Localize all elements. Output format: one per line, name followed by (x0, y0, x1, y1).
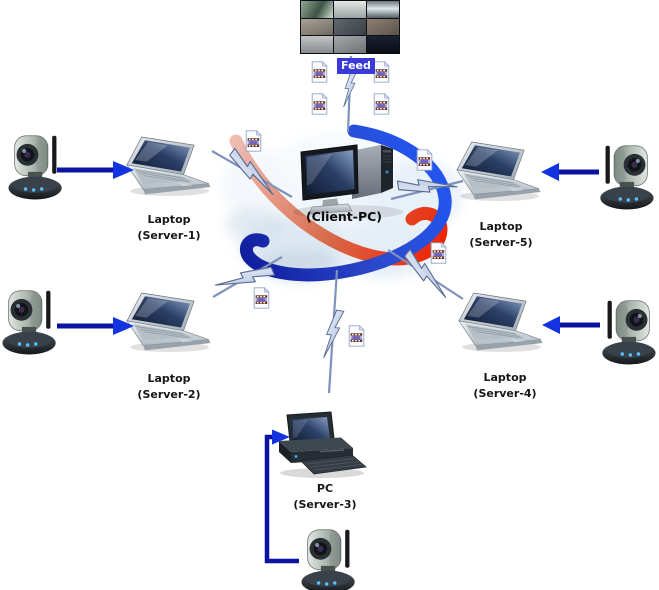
laptop-server5-icon (456, 141, 541, 202)
label-server1-line2: (Server-1) (137, 229, 201, 242)
video-file-icon (311, 61, 328, 83)
label-client-pc: (Client-PC) (305, 209, 383, 224)
ip-camera-icon (1, 290, 57, 355)
laptop-server1-icon (126, 136, 211, 197)
lightning-bolt-icon (323, 309, 345, 359)
label-server4: Laptop (Server-4) (440, 370, 570, 402)
video-file-icon (416, 149, 433, 171)
arrow-camera1-to-server1 (57, 161, 134, 179)
video-file-icon (245, 130, 262, 152)
video-file-icon (311, 93, 328, 115)
camera-feed-image (300, 0, 400, 54)
pc-server3-icon (279, 411, 367, 478)
feed-cell (301, 36, 333, 53)
label-server4-line1: Laptop (483, 371, 527, 384)
arrow-camera3-to-server3 (264, 429, 299, 564)
label-server2-line2: (Server-2) (137, 388, 201, 401)
client-pc-computer (293, 144, 403, 219)
feed-label: Feed (337, 58, 375, 74)
camera-arrows (57, 161, 600, 564)
feed-cell (367, 18, 399, 36)
feed-cell (301, 18, 333, 36)
ip-camera-icon (599, 145, 655, 210)
arrow-camera2-to-server2 (57, 317, 134, 335)
feed-cell (367, 1, 399, 18)
label-server1-line1: Laptop (147, 213, 191, 226)
feed-cell (334, 18, 366, 36)
video-file-icon (373, 61, 390, 83)
laptop-server4-icon (458, 292, 543, 353)
label-server1: Laptop (Server-1) (104, 212, 234, 244)
label-server3: PC (Server-3) (260, 481, 390, 513)
label-server5-line2: (Server-5) (469, 236, 533, 249)
label-server5-line1: Laptop (479, 220, 523, 233)
arrow-camera4-to-server4 (542, 316, 600, 334)
video-file-icon (253, 287, 270, 309)
label-server2: Laptop (Server-2) (104, 371, 234, 403)
lightning-bolt-icon (343, 68, 358, 108)
laptop-server2-icon (126, 292, 211, 353)
feed-cell (334, 1, 366, 18)
label-server3-line2: (Server-3) (293, 498, 357, 511)
label-server2-line1: Laptop (147, 372, 191, 385)
feed-cell (367, 36, 399, 53)
label-server3-line1: PC (316, 482, 334, 495)
feed-cell (334, 36, 366, 53)
feed-cell (301, 1, 333, 18)
label-server5: Laptop (Server-5) (436, 219, 566, 251)
video-file-icon (373, 93, 390, 115)
ip-camera-icon (601, 300, 657, 365)
label-server4-line2: (Server-4) (473, 387, 537, 400)
arrow-camera5-to-server5 (541, 163, 599, 181)
ip-camera-icon (301, 529, 356, 590)
ip-camera-icon (8, 135, 63, 200)
video-file-icon (348, 325, 365, 347)
